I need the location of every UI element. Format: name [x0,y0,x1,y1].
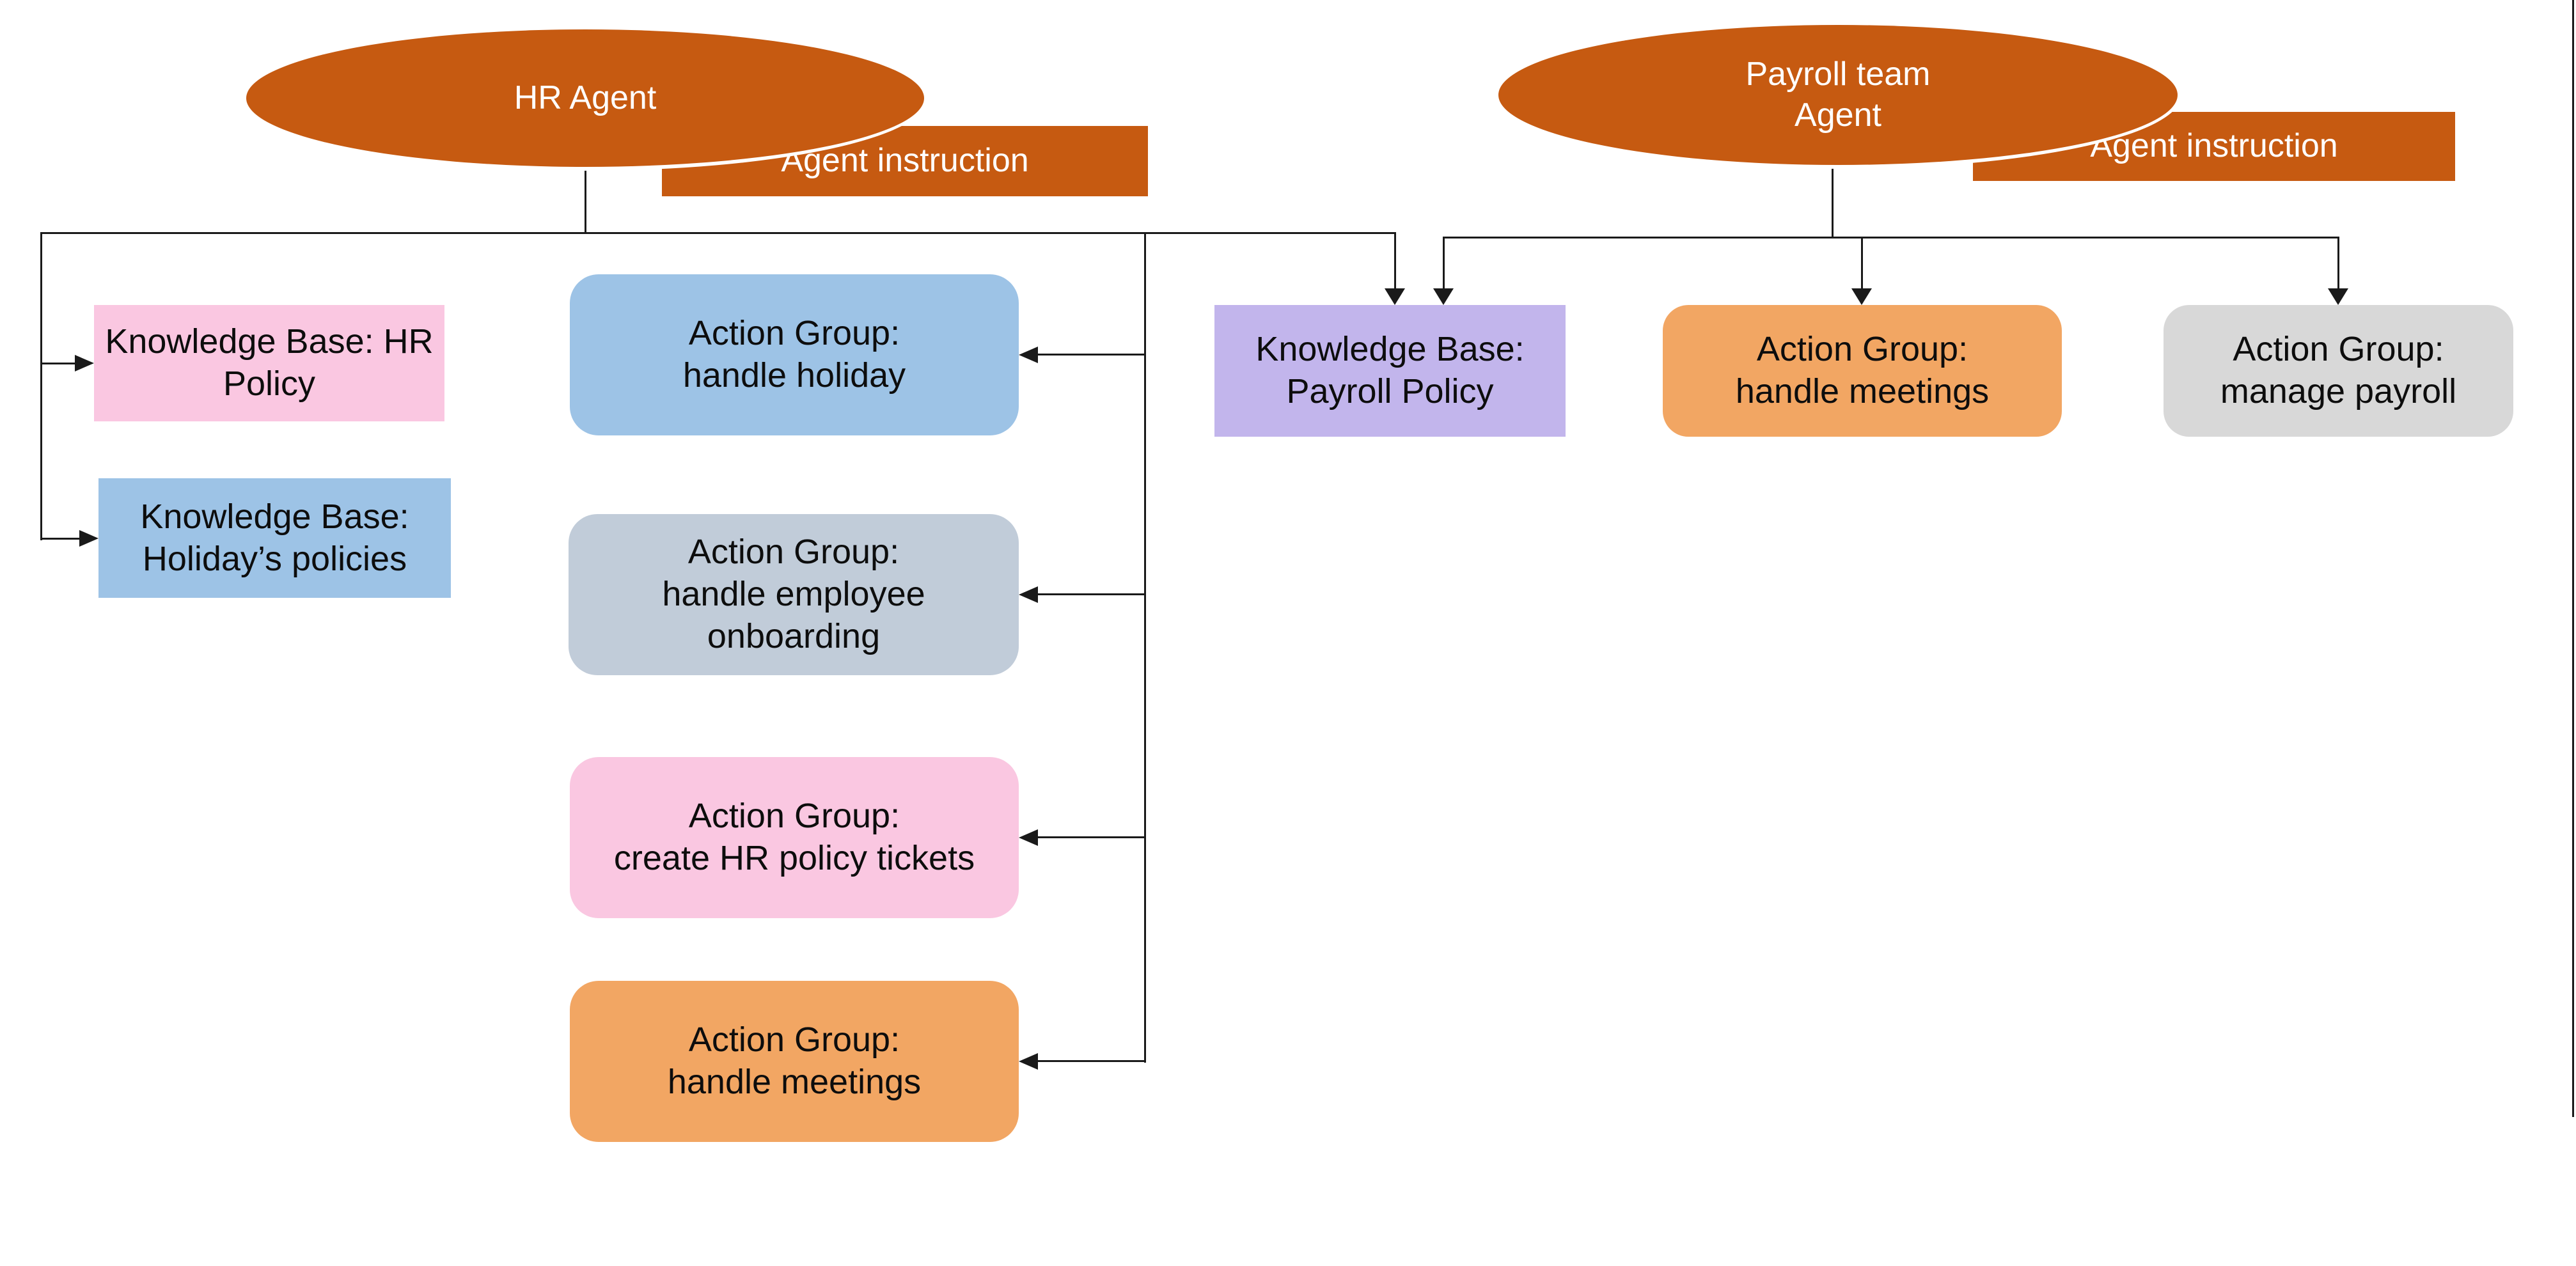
canvas-right-border-line [2572,0,2574,1117]
hr-agent-label: HR Agent [514,79,657,116]
kb-payroll-label: Knowledge Base: Payroll Policy [1255,330,1525,410]
ag-onboarding-box: Action Group: handle employee onboarding [569,514,1019,675]
ag-handle-holiday-arrowhead-icon [1019,347,1038,363]
ag-onboarding-label: Action Group: handle employee onboarding [662,533,925,655]
ag-manage-payroll-label: Action Group: manage payroll [2220,330,2457,410]
ag-meetings-payroll-box: Action Group: handle meetings [1663,305,2062,437]
payroll-agent-instruction-label: Agent instruction [2090,127,2338,165]
ag-tickets-branch-line [1038,836,1145,838]
ag-handle-holiday-label: Action Group: handle holiday [682,314,906,395]
payroll-agent-instruction-box: Agent instruction [1973,112,2455,181]
kb-holidays-branch-line [41,538,79,540]
hr-to-kb-payroll-drop-line [1394,232,1396,290]
ag-tickets-label: Action Group: create HR policy tickets [613,797,975,877]
hr-action-spine-line [1144,232,1146,1063]
payroll-to-kb-drop-line [1443,237,1445,289]
hr-to-kb-payroll-arrowhead-icon [1385,288,1405,305]
ag-meetings-hr-arrowhead-icon [1019,1053,1038,1070]
kb-hr-policy-arrowhead-icon [75,355,94,371]
ag-onboarding-branch-line [1038,593,1145,595]
ag-manage-payroll-box: Action Group: manage payroll [2164,305,2513,437]
ag-tickets-box: Action Group: create HR policy tickets [570,757,1019,918]
kb-holidays-label: Knowledge Base: Holiday’s policies [140,497,409,578]
payroll-stem-line [1832,162,1834,238]
kb-holidays-arrowhead-icon [79,530,98,547]
hr-agent-ellipse: HR Agent [246,29,924,167]
ag-handle-holiday-branch-line [1038,354,1145,356]
ag-onboarding-arrowhead-icon [1019,586,1038,603]
hr-horizontal-line [41,232,1396,234]
ag-meetings-payroll-label: Action Group: handle meetings [1735,330,1990,410]
kb-holidays-box: Knowledge Base: Holiday’s policies [98,478,451,598]
payroll-agent-ellipse: Payroll team Agent [1498,25,2178,165]
ag-handle-holiday-box: Action Group: handle holiday [570,274,1019,435]
payroll-horizontal-line [1443,237,2339,238]
kb-hr-policy-box: Knowledge Base: HR Policy [94,305,444,421]
payroll-agent-label: Payroll team Agent [1745,56,1931,134]
payroll-to-manage-arrowhead-icon [2328,288,2348,305]
hr-left-bracket-line [40,232,42,540]
payroll-to-meetings-drop-line [1861,237,1863,289]
hr-stem-line [585,165,586,234]
ag-meetings-hr-branch-line [1038,1060,1145,1062]
payroll-to-meetings-arrowhead-icon [1851,288,1872,305]
kb-payroll-box: Knowledge Base: Payroll Policy [1214,305,1566,437]
payroll-to-kb-arrowhead-icon [1433,288,1454,305]
payroll-to-manage-drop-line [2337,237,2339,289]
kb-hr-policy-branch-line [41,363,75,364]
ag-meetings-hr-box: Action Group: handle meetings [570,981,1019,1142]
ag-tickets-arrowhead-icon [1019,829,1038,846]
kb-hr-policy-label: Knowledge Base: HR Policy [105,322,434,403]
ag-meetings-hr-label: Action Group: handle meetings [667,1020,922,1101]
